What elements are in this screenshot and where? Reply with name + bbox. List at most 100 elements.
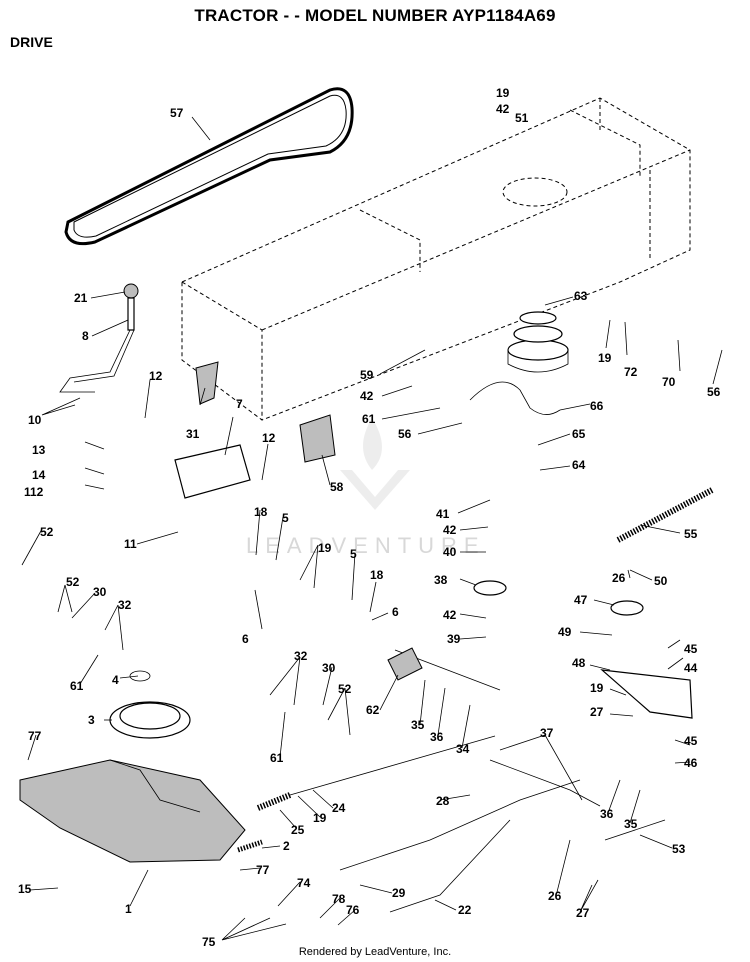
transaxle: [19, 759, 246, 863]
callout-56: 56: [707, 385, 721, 399]
idler-pulley: [473, 580, 507, 596]
shift-bracket: [174, 361, 251, 499]
callout-42: 42: [443, 608, 457, 622]
footer-credit: Rendered by LeadVenture, Inc.: [298, 946, 452, 958]
callout-15: 15: [18, 882, 32, 896]
callout-45: 45: [684, 642, 698, 656]
callout-35: 35: [624, 817, 638, 831]
callout-51: 51: [515, 111, 529, 125]
callout-61: 61: [70, 679, 84, 693]
section-label: DRIVE: [10, 34, 53, 50]
compression-spring: [237, 839, 263, 853]
callout-77: 77: [28, 729, 42, 743]
callout-26: 26: [612, 571, 626, 585]
callout-12: 12: [262, 431, 276, 445]
bushing: [387, 647, 423, 681]
callout-36: 36: [600, 807, 614, 821]
callout-50: 50: [654, 574, 668, 588]
idler-bracket: [299, 414, 336, 463]
callout-21: 21: [74, 291, 88, 305]
engine-pulley: [507, 311, 569, 373]
watermark-logo: [340, 418, 410, 510]
callout-45: 45: [684, 734, 698, 748]
callout-8: 8: [82, 329, 89, 343]
flat-idler-pulley: [610, 600, 644, 616]
watermark-text: LEADVENTURE: [246, 533, 486, 558]
belt-guide: [469, 381, 561, 415]
callout-13: 13: [32, 443, 46, 457]
extension-spring: [616, 487, 714, 543]
callout-77: 77: [256, 863, 270, 877]
callout-61: 61: [362, 412, 376, 426]
callout-39: 39: [447, 632, 461, 646]
callout-55: 55: [684, 527, 698, 541]
callout-53: 53: [672, 842, 686, 856]
callout-112: 112: [24, 485, 44, 499]
callout-7: 7: [236, 397, 243, 411]
callout-59: 59: [360, 368, 374, 382]
page-title: TRACTOR - - MODEL NUMBER AYP1184A69: [194, 6, 556, 25]
callout-52: 52: [338, 682, 352, 696]
callout-18: 18: [254, 505, 268, 519]
callout-74: 74: [297, 876, 311, 890]
callout-37: 37: [540, 726, 554, 740]
tractor-frame: [181, 97, 691, 421]
callouts: 57 19 42 51 21 8 63 19 72 70 56 12 10 59…: [18, 86, 721, 949]
callout-30: 30: [93, 585, 107, 599]
callout-76: 76: [346, 903, 360, 917]
callout-30: 30: [322, 661, 336, 675]
callout-47: 47: [574, 593, 588, 607]
callout-31: 31: [186, 427, 200, 441]
callout-78: 78: [332, 892, 346, 906]
callout-75: 75: [202, 935, 216, 949]
callout-66: 66: [590, 399, 604, 413]
leader-lines: [21, 116, 723, 941]
callout-57: 57: [170, 106, 184, 120]
callout-5: 5: [282, 511, 289, 525]
callout-35: 35: [411, 718, 425, 732]
callout-14: 14: [32, 468, 46, 482]
callout-40: 40: [443, 545, 457, 559]
callout-32: 32: [118, 598, 132, 612]
callout-19: 19: [590, 681, 604, 695]
callout-19: 19: [496, 86, 510, 100]
callout-42: 42: [496, 102, 510, 116]
callout-62: 62: [366, 703, 380, 717]
callout-18: 18: [370, 568, 384, 582]
callout-29: 29: [392, 886, 406, 900]
drive-belt: [64, 87, 354, 246]
callout-52: 52: [66, 575, 80, 589]
belt-keeper: [129, 670, 151, 682]
callout-6: 6: [392, 605, 399, 619]
callout-65: 65: [572, 427, 586, 441]
callout-61: 61: [270, 751, 284, 765]
callout-26: 26: [548, 889, 562, 903]
callout-19: 19: [318, 541, 332, 555]
callout-38: 38: [434, 573, 448, 587]
callout-27: 27: [590, 705, 604, 719]
callout-22: 22: [458, 903, 472, 917]
callout-1: 1: [125, 902, 132, 916]
transmission-pulley: [109, 701, 191, 739]
callout-41: 41: [436, 507, 450, 521]
callout-63: 63: [574, 289, 588, 303]
callout-3: 3: [88, 713, 95, 727]
callout-19: 19: [313, 811, 327, 825]
callout-44: 44: [684, 661, 698, 675]
shift-lever: [59, 283, 139, 393]
callout-27: 27: [576, 906, 590, 920]
callout-64: 64: [572, 458, 586, 472]
callout-25: 25: [291, 823, 305, 837]
callout-5: 5: [350, 547, 357, 561]
callout-6: 6: [242, 632, 249, 646]
callout-42: 42: [360, 389, 374, 403]
callout-2: 2: [283, 839, 290, 853]
callout-48: 48: [572, 656, 586, 670]
callout-28: 28: [436, 794, 450, 808]
callout-11: 11: [124, 537, 137, 551]
callout-42: 42: [443, 523, 457, 537]
callout-46: 46: [684, 756, 698, 770]
callout-24: 24: [332, 801, 346, 815]
callout-58: 58: [330, 480, 344, 494]
